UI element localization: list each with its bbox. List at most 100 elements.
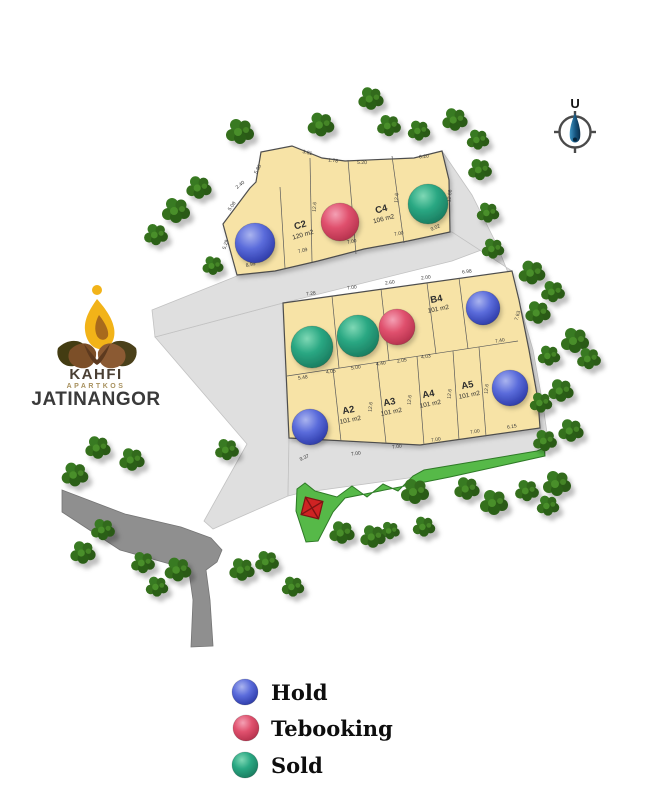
status-markers <box>234 183 529 446</box>
tree-icon <box>454 477 480 500</box>
tree-icon <box>70 541 96 564</box>
plot-name: A2 <box>342 404 356 417</box>
tree-icon <box>525 301 551 324</box>
tree-icon <box>518 260 546 285</box>
tree-icon <box>229 558 255 581</box>
plot-area: 101 m2 <box>380 407 403 418</box>
dimension-label: 12.6 <box>484 384 491 395</box>
dimension-label: 4.40 <box>376 360 387 367</box>
compass-needle-icon <box>569 113 581 143</box>
hold-marker-icon <box>231 678 259 706</box>
dimension-label: 12.66 <box>446 189 454 202</box>
middle-block-dividers <box>286 277 519 446</box>
dimension-label: 8.95 <box>245 261 256 269</box>
tree-icon <box>541 280 565 303</box>
dimension-label: 4.03 <box>421 353 432 360</box>
plot-name: A4 <box>422 388 437 401</box>
dimension-label: 12.6 <box>394 193 401 203</box>
dimension-label: 9.37 <box>299 453 311 463</box>
dimension-label: 7.00 <box>351 450 362 457</box>
tree-icon <box>537 345 561 366</box>
dimension-label: 6.98 <box>462 268 473 275</box>
tree-icon <box>61 462 89 487</box>
compass-needle-base <box>573 137 577 142</box>
tree-icon <box>466 129 490 150</box>
dimension-label: 12.6 <box>312 202 319 212</box>
logo: KAHFI APARTKOS JATINANGOR <box>31 285 160 410</box>
dimension-label: 5.00 <box>351 364 362 371</box>
tree-icon <box>536 495 560 516</box>
dimension-label: 12.6 <box>368 402 375 413</box>
dimension-label: 7.09 <box>297 247 308 255</box>
tree-icon <box>468 158 492 181</box>
plot-name: A3 <box>383 396 397 409</box>
plot-area: 101 m2 <box>419 399 442 410</box>
dimension-label: 2.60 <box>385 279 396 286</box>
legend: Hold Tebooking Sold <box>231 678 393 779</box>
dimension-label: 1.78 <box>328 158 339 165</box>
tree-icon <box>358 87 384 110</box>
legend-label-sold: Sold <box>271 753 323 778</box>
dimension-label: 2.00 <box>421 274 432 281</box>
dimension-label: 5.88 <box>253 164 263 176</box>
dimension-label: 7.40 <box>495 337 506 344</box>
logo-leaf-right-brown <box>97 343 126 369</box>
dimension-label: 5.48 <box>298 374 309 381</box>
grass-shape <box>295 447 546 543</box>
tree-icon <box>215 438 239 461</box>
plot-name: A5 <box>461 379 476 392</box>
dimension-label: 5.29 <box>222 239 231 250</box>
dimension-label: 7.00 <box>392 443 403 450</box>
status-marker-hold <box>291 408 329 446</box>
logo-flame-dot <box>92 285 102 295</box>
status-marker-tebooking <box>378 308 416 346</box>
dimension-label: 7.63 <box>514 310 523 321</box>
gazebo <box>300 496 324 520</box>
compass-north-label: U <box>570 96 579 111</box>
legend-label-hold: Hold <box>271 680 328 705</box>
compass: U <box>554 96 596 153</box>
roads <box>61 150 549 648</box>
status-marker-sold <box>407 183 449 225</box>
tree-icon <box>577 347 601 370</box>
tree-icon <box>442 108 468 131</box>
status-marker-hold <box>234 222 276 264</box>
dimension-label: 3.81 <box>302 149 313 157</box>
dimension-label: 6.20 <box>419 153 430 160</box>
status-marker-sold <box>290 325 334 369</box>
status-marker-sold <box>336 314 380 358</box>
tree-icon <box>407 120 431 141</box>
status-marker-hold <box>491 369 529 407</box>
tree-icon <box>401 479 429 504</box>
tree-icon <box>226 119 254 144</box>
dimension-label: 7.00 <box>394 230 405 238</box>
tree-icon <box>548 379 574 402</box>
plot-area: 101 m2 <box>427 304 450 315</box>
road-left-area <box>154 302 290 530</box>
plot-name: C4 <box>374 203 389 217</box>
tree-icon <box>377 114 401 137</box>
tree-icon <box>480 490 508 515</box>
dimension-label: 2.40 <box>235 180 247 191</box>
tree-icon <box>360 525 386 548</box>
logo-sub-text: APARTKOS <box>67 383 126 390</box>
tree-icon <box>329 521 355 544</box>
logo-brand-text: KAHFI <box>69 366 122 383</box>
logo-city-text: JATINANGOR <box>31 389 160 410</box>
tree-icon <box>145 576 169 597</box>
dimension-label: 2.05 <box>397 357 408 364</box>
logo-leaf-center <box>84 344 110 365</box>
dimension-label: 4.05 <box>326 368 337 375</box>
plot-area: 101 m2 <box>458 390 481 401</box>
legend-label-tebooking: Tebooking <box>271 716 393 741</box>
tree-icon <box>255 550 279 573</box>
